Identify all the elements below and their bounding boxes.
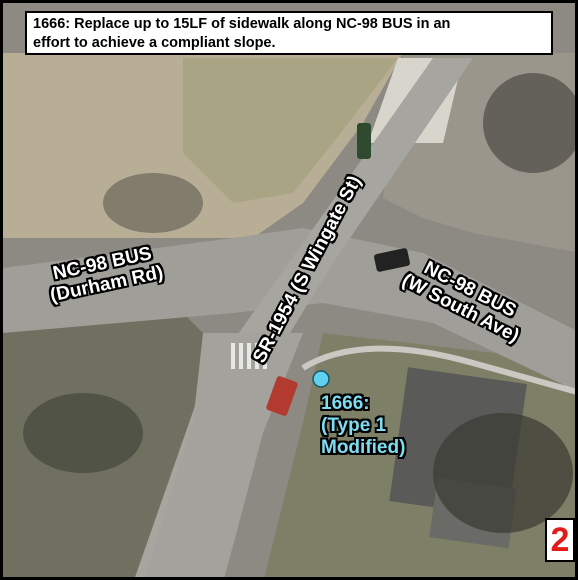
site-label-line-3: Modified) [321, 437, 406, 458]
road-lower [144, 333, 303, 577]
tree [103, 173, 203, 233]
aerial-map [3, 3, 575, 577]
tree [23, 393, 143, 473]
car [374, 248, 410, 272]
site-label: 1666: (Type 1 Modified) [321, 393, 405, 459]
tree [433, 413, 573, 533]
page-number-badge: 2 [545, 518, 575, 562]
car [357, 123, 371, 159]
sidewalk [301, 345, 575, 395]
caption-line-1: 1666: Replace up to 15LF of sidewalk alo… [33, 16, 451, 32]
site-label-line-1: 1666: [321, 393, 370, 414]
crosswalk [231, 343, 267, 369]
site-label-line-2: (Type 1 [321, 415, 387, 436]
road-nc98 [3, 228, 575, 391]
caption-line-2: effort to achieve a compliant slope. [33, 35, 276, 51]
tree [483, 73, 575, 173]
lawn-upper-left [183, 58, 398, 203]
car [266, 376, 298, 416]
project-caption: 1666: Replace up to 15LF of sidewalk alo… [25, 11, 553, 55]
site-marker [312, 370, 330, 388]
